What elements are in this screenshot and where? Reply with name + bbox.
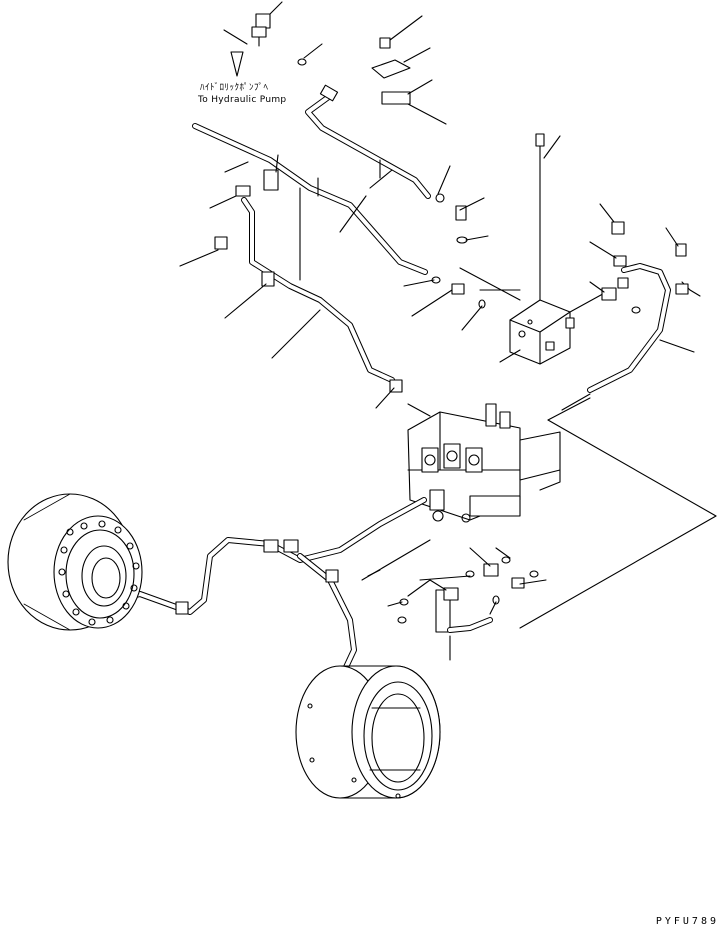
brake-valve-assembly (407, 397, 717, 523)
lower-fittings (387, 547, 547, 661)
arrow-down-icon (223, 29, 248, 77)
drawing-code: PYFU789 (655, 916, 719, 927)
left-wheel-hub (7, 493, 143, 631)
assembly-frame (361, 515, 717, 629)
brake-drum (295, 665, 441, 799)
pump-label-en: To Hydraulic Pump (198, 95, 287, 105)
right-hose (561, 203, 701, 411)
fittings-middle (403, 165, 489, 331)
upper-hose-b (192, 123, 428, 275)
valve-block (459, 133, 611, 365)
pump-fitting (251, 1, 283, 47)
bracket-parts (299, 15, 447, 281)
side-hose (179, 185, 403, 409)
lower-hose-right (297, 553, 357, 683)
lower-hose-left (121, 497, 427, 615)
upper-hose-a (297, 43, 431, 199)
pump-label-jp: ﾊｲﾄﾞﾛﾘｯｸﾎﾟﾝﾌﾟﾍ (200, 83, 269, 93)
